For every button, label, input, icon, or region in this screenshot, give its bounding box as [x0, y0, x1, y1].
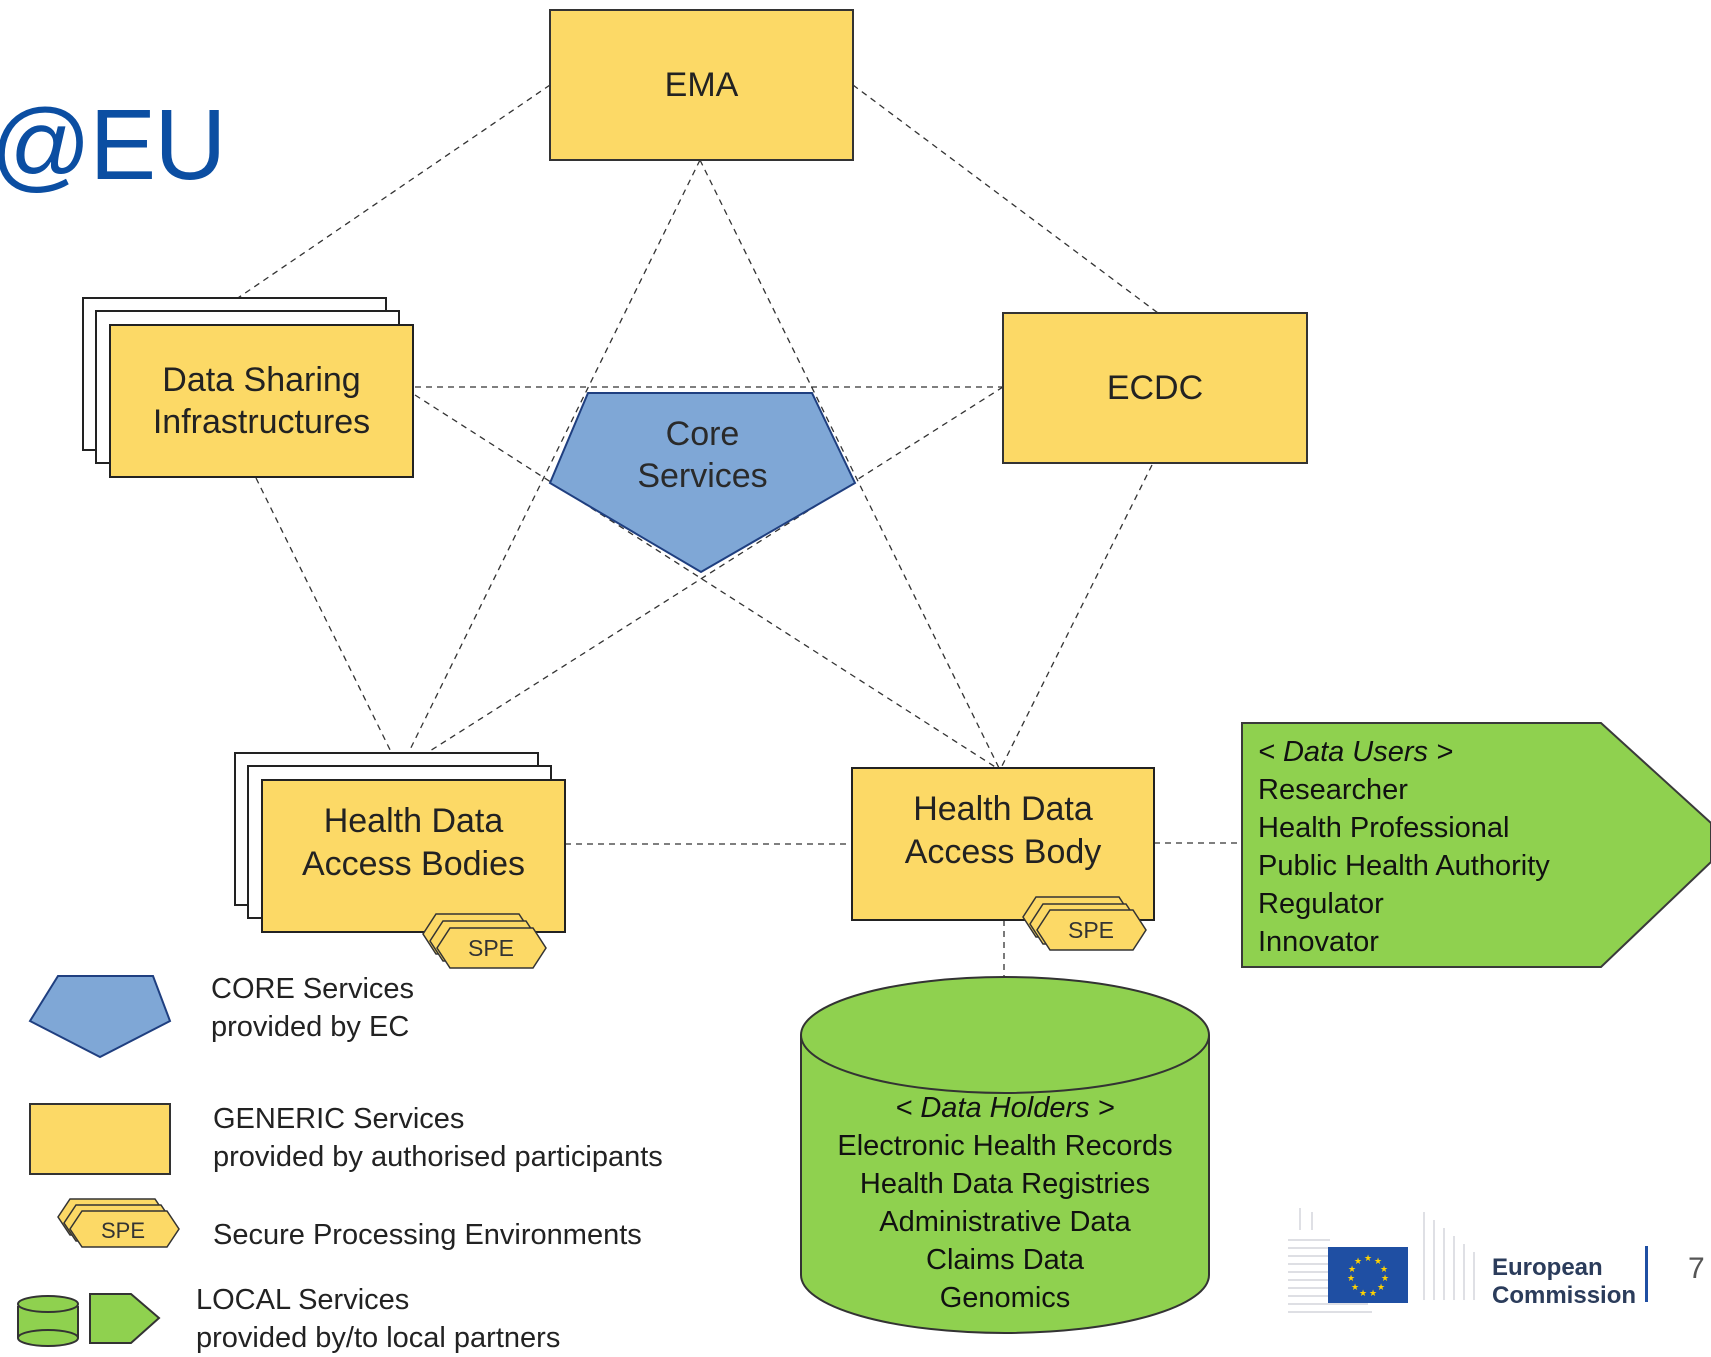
ecdc-box [1002, 312, 1308, 464]
dsi-box [109, 324, 414, 478]
svg-text:★: ★ [1347, 1274, 1355, 1284]
ec-wordmark-line1: European [1492, 1254, 1603, 1281]
ec-wordmark-line2: Commission [1492, 1282, 1637, 1309]
legend-local-text: LOCAL Services provided by/to local part… [196, 1281, 560, 1357]
edge-dsi-hdabs [255, 477, 401, 771]
hdabs-stack [234, 752, 566, 933]
data-user-item: Regulator [1258, 888, 1384, 920]
data-user-item: Health Professional [1258, 812, 1510, 844]
european-commission-logo: ★ ★ ★ ★ ★ ★ ★ ★ ★ ★ ★ [1288, 1208, 1648, 1313]
spe-hex [436, 927, 547, 969]
data-holder-item: Claims Data [926, 1244, 1084, 1276]
eu-flag-icon [1328, 1247, 1408, 1303]
legend-generic-desc: provided by authorised participants [213, 1141, 663, 1173]
legend-core-title: CORE Services [211, 973, 415, 1005]
legend-core-text: CORE Services provided by EC [211, 970, 414, 1046]
dsi-label: Data Sharing Infrastructures [152, 360, 371, 442]
edge-ecdc-hdabs [399, 386, 1004, 771]
edge-ema-hdab [699, 159, 1001, 771]
hdab-label: Health Data Access Body [904, 790, 1102, 871]
core-services-label: Core Services [637, 414, 768, 496]
spe-label-hdab: SPE [1067, 917, 1115, 943]
data-holder-item: Administrative Data [879, 1206, 1131, 1238]
legend-local-cylinder-icon [17, 1295, 79, 1347]
svg-text:★: ★ [1348, 1265, 1356, 1275]
svg-text:★: ★ [1380, 1265, 1388, 1275]
legend-local-desc: provided by/to local partners [196, 1322, 561, 1354]
ema-label: EMA [664, 65, 739, 104]
logo-divider [1645, 1246, 1648, 1302]
legend-spe-text: Secure Processing Environments [213, 1216, 642, 1254]
dsi-stack [82, 297, 414, 478]
data-holder-item: Electronic Health Records [837, 1130, 1173, 1162]
edge-dsi-hdab [414, 394, 1001, 771]
svg-text:★: ★ [1381, 1274, 1389, 1284]
edge-ecdc-hdab [999, 464, 1153, 771]
spe-stack-hdab [1022, 896, 1147, 951]
legend-local-arrow-icon [89, 1293, 161, 1344]
connector-lines [234, 84, 1242, 985]
data-users-arrow [1241, 722, 1711, 968]
data-holders-heading: < Data Holders > [895, 1092, 1115, 1124]
legend-core-desc: provided by EC [211, 1011, 410, 1043]
data-users-list: < Data Users > Researcher Health Profess… [1258, 733, 1550, 961]
ema-box [549, 9, 854, 161]
legend-generic-icon [29, 1103, 171, 1175]
spe-stack-hdabs [422, 913, 547, 969]
data-user-item: Researcher [1258, 774, 1408, 806]
data-holder-item: Health Data Registries [859, 1168, 1151, 1200]
edge-ema-hdabs [399, 159, 701, 771]
data-holders-list: < Data Holders > Electronic Health Recor… [801, 1089, 1209, 1317]
data-user-item: Public Health Authority [1258, 850, 1550, 882]
svg-text:★: ★ [1377, 1283, 1385, 1293]
edge-ema-dsi [234, 84, 551, 301]
svg-text:★: ★ [1374, 1257, 1382, 1267]
data-user-item: Innovator [1258, 926, 1379, 958]
spe-hex [1036, 909, 1147, 951]
slide-title-fragment: @EU [0, 89, 226, 201]
european-commission-wordmark: European Commission [1492, 1254, 1636, 1310]
data-holders-cylinder [800, 976, 1210, 1334]
core-services-pentagon [548, 392, 857, 574]
svg-text:★: ★ [1359, 1289, 1367, 1299]
hdab-box [851, 767, 1155, 921]
data-holder-item: Genomics [939, 1282, 1071, 1314]
hdabs-label: Health Data Access Bodies [302, 802, 525, 883]
legend-local-title: LOCAL Services [196, 1284, 410, 1316]
svg-text:★: ★ [1364, 1254, 1372, 1264]
svg-text:★: ★ [1351, 1283, 1359, 1293]
legend-spe-title: Secure Processing Environments [213, 1219, 642, 1251]
page-number: 7 [1688, 1252, 1705, 1285]
legend-generic-title: GENERIC Services [213, 1103, 465, 1135]
ecdc-label: ECDC [1106, 368, 1204, 407]
svg-text:★: ★ [1354, 1257, 1362, 1267]
svg-text:★: ★ [1369, 1289, 1377, 1299]
legend-spe-icon [57, 1198, 180, 1248]
legend-generic-text: GENERIC Services provided by authorised … [213, 1100, 663, 1176]
edge-ema-ecdc [852, 84, 1159, 314]
legend-spe-label: SPE [100, 1218, 146, 1243]
data-users-heading: < Data Users > [1258, 736, 1454, 768]
legend-core-icon [28, 975, 172, 1059]
spe-label-hdabs: SPE [467, 935, 515, 961]
hdabs-box [261, 779, 566, 933]
